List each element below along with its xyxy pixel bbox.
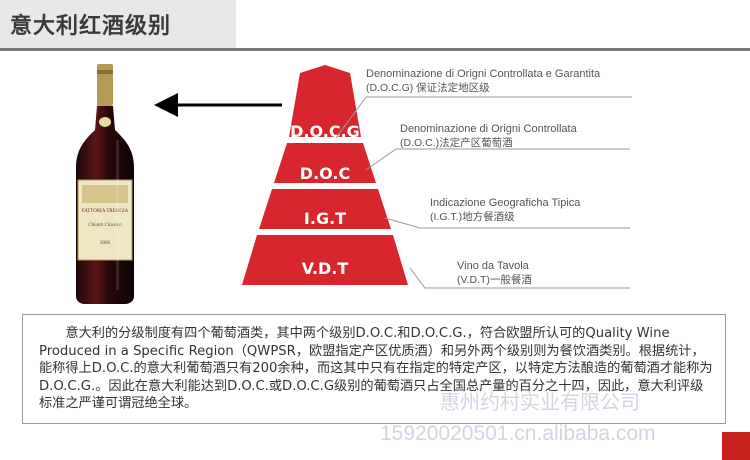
label-sub: Chianti Classico xyxy=(88,223,122,228)
title-divider xyxy=(0,48,750,51)
tier-label-igt: I.G.T xyxy=(303,209,347,228)
annotation-igt-cn: (I.G.T.)地方餐酒级 xyxy=(430,211,515,223)
watermark-company: 惠州约村实业有限公司 xyxy=(440,392,640,414)
annotation-doc-cn: (D.O.C.)法定产区葡萄酒 xyxy=(400,137,513,149)
label-brand: FATTORIA TREGGIA xyxy=(82,209,129,214)
tier-docg-top xyxy=(300,65,350,73)
title-background xyxy=(0,0,236,48)
description-box: 意大利的分级制度有四个葡萄酒类，其中两个级别D.O.C.和D.O.C.G.，符合… xyxy=(22,314,726,424)
label-year: 2006 xyxy=(100,241,111,246)
annotation-doc-it: Denominazione di Origni Controllata xyxy=(400,123,577,135)
tier-docg xyxy=(289,73,361,137)
tier-label-docg: D.O.C.G xyxy=(290,122,360,141)
annotation-vdt: Vino da Tavola (V.D.T)一般餐酒 xyxy=(457,259,532,287)
bottle-capsule xyxy=(97,64,113,106)
annotation-docg-cn: (D.O.C.G) 保证法定地区级 xyxy=(366,82,490,94)
leader-lines xyxy=(335,96,632,289)
corner-mark xyxy=(722,432,750,460)
neck-seal-icon xyxy=(99,117,111,127)
annotation-docg-it: Denominazione di Origni Controllata e Ga… xyxy=(366,68,601,80)
tier-label-vdt: V.D.T xyxy=(301,259,349,278)
page-title: 意大利红酒级别 xyxy=(10,14,172,39)
annotation-vdt-cn: (V.D.T)一般餐酒 xyxy=(457,274,532,286)
annotation-igt-it: Indicazione Geograficha Tipica xyxy=(430,197,581,209)
arrow-left-icon xyxy=(154,93,282,117)
classification-pyramid xyxy=(242,65,408,285)
annotation-vdt-it: Vino da Tavola xyxy=(457,260,529,272)
wine-bottle-image: FATTORIA TREGGIA Chianti Classico 2006 xyxy=(76,64,134,304)
watermark-phone: 15920020501.cn.alibaba.com xyxy=(380,422,656,445)
tier-vdt xyxy=(242,235,408,285)
annotation-igt: Indicazione Geograficha Tipica (I.G.T.)地… xyxy=(430,196,580,224)
tier-label-doc: D.O.C xyxy=(299,164,351,183)
label-illustration xyxy=(82,185,128,203)
tier-doc xyxy=(274,143,376,183)
description-text: 意大利的分级制度有四个葡萄酒类，其中两个级别D.O.C.和D.O.C.G.，符合… xyxy=(39,326,713,411)
annotation-doc: Denominazione di Origni Controllata (D.O… xyxy=(400,122,577,150)
tier-igt xyxy=(259,189,391,229)
annotation-docg: Denominazione di Origni Controllata e Ga… xyxy=(366,67,600,95)
